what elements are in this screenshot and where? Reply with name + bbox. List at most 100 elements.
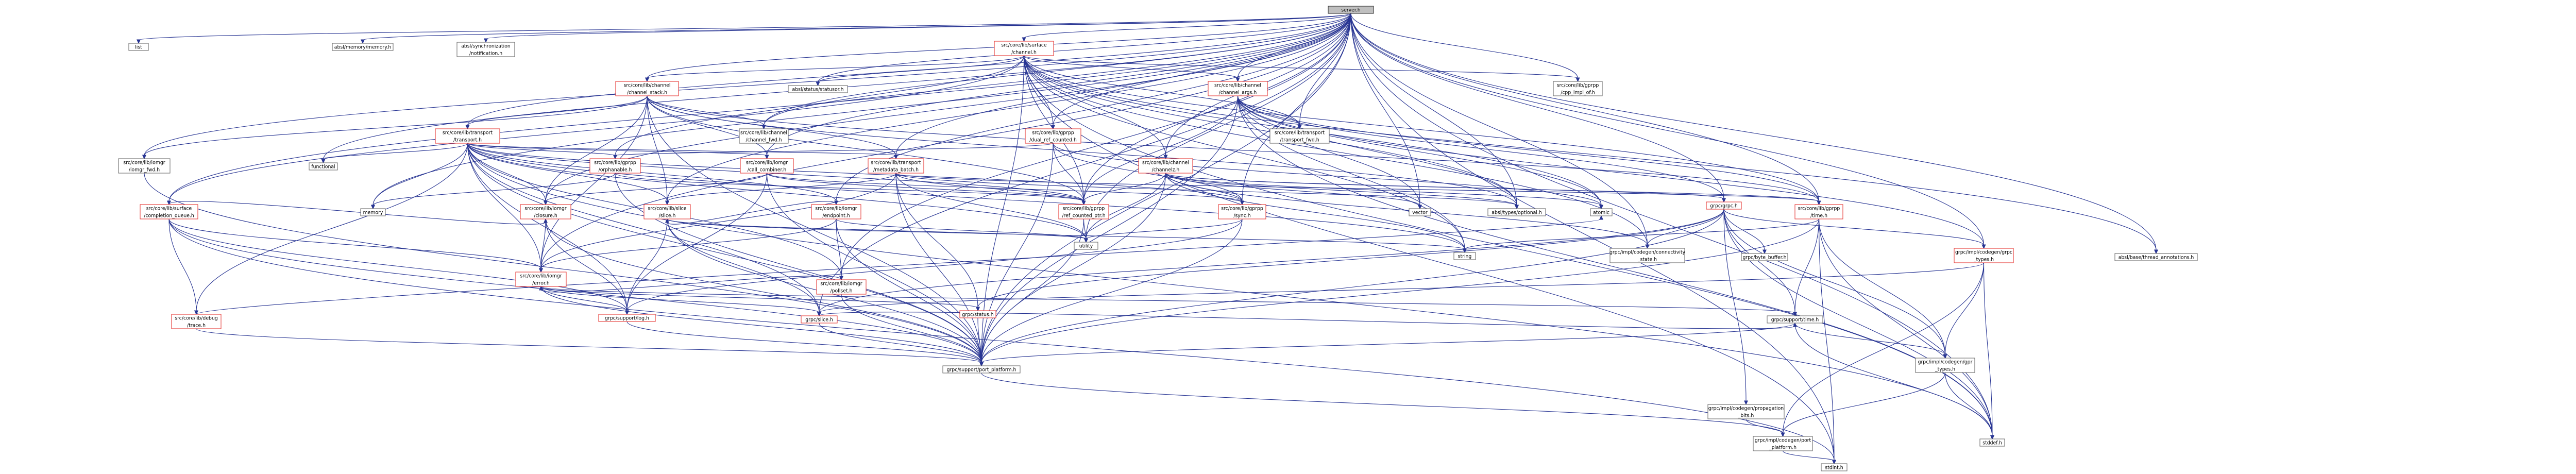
node-box [959,310,996,318]
node-label: _bits.h [1738,413,1754,418]
node-label: absl/base/thread_annotations.h [2119,255,2194,260]
node-memory: memory [360,208,386,216]
node-src-core-lib-channel-channel-stack-h[interactable]: src/core/lib/channel/channel_stack.h [615,81,679,96]
edge-arrowhead [816,81,820,87]
node-box [1706,201,1742,210]
edge-n21-n37 [540,218,546,269]
node-label: _state.h [1637,257,1657,262]
node-box [1138,158,1193,174]
edge-n4-n32 [1023,55,1465,250]
edge-arrowhead [1599,215,1603,220]
node-src-core-lib-surface-channel-h[interactable]: src/core/lib/surface/channel.h [994,41,1054,56]
node-src-core-lib-iomgr-call-combiner-h[interactable]: src/core/lib/iomgr/call_combiner.h [740,158,794,174]
edge-n4-n10 [763,55,1025,126]
node-label: vector [1412,210,1428,215]
edge-arrowhead [544,200,548,206]
edge-arrowhead [1297,125,1302,130]
edge-n17-n22 [667,173,896,202]
edge-n38-n37 [540,276,842,293]
node-label: src/core/lib/iomgr [520,273,562,279]
node-box [1553,81,1603,96]
node-box [1609,248,1685,263]
node-box [360,208,386,216]
edge-n18-n32 [1165,173,1465,250]
node-grpc-support-time-h: grpc/support/time.h [1767,315,1823,324]
node-label: src/core/lib/transport [1275,130,1325,136]
edge-n18-n24 [1083,173,1166,202]
node-grpc-impl-codegen-port-platform-h: grpc/impl/codegen/port_platform.h [1753,436,1813,451]
node-label: atomic [1593,210,1609,215]
edge-n0-n49 [1350,13,1835,461]
edge-arrowhead [665,200,669,206]
edge-n18-n33 [1165,173,1648,246]
edge-n0-n3 [485,13,1351,40]
node-stddef-h: stddef.h [1979,438,2005,447]
node-label: src/core/lib/transport [871,160,921,165]
edge-n16-n40 [626,173,768,312]
node-src-core-lib-transport-metadata-batch-h[interactable]: src/core/lib/transport/metadata_batch.h [868,158,924,174]
edge-n39-n27 [196,218,1602,315]
edge-n0-n29 [1350,13,1724,199]
node-src-core-lib-gprpp-dual-ref-counted-h[interactable]: src/core/lib/gprpp/dual_ref_counted.h [1025,128,1081,144]
node-grpc-support-log-h[interactable]: grpc/support/log.h [598,314,656,322]
edge-arrowhead [1722,198,1726,203]
edge-arrowhead [1515,205,1519,210]
node-box [332,43,394,51]
node-label: src/core/lib/transport [443,130,493,136]
edge-n17-n37 [540,173,896,269]
edge-n4-n18 [1023,55,1166,156]
node-src-core-lib-iomgr-pollset-h[interactable]: src/core/lib/iomgr/pollset.h [816,279,867,295]
node-grpc-grpc-h[interactable]: grpc/grpc.h [1706,201,1742,210]
node-src-core-lib-slice-slice-h[interactable]: src/core/lib/slice/slice.h [643,204,691,219]
edge-n35-n42 [819,262,1985,313]
edge-n15-n20 [372,173,616,206]
node-src-core-lib-gprpp-sync-h[interactable]: src/core/lib/gprpp/sync.h [1218,204,1266,219]
node-src-core-lib-gprpp-time-h[interactable]: src/core/lib/gprpp/time.h [1794,204,1843,219]
edge-n5-n28 [647,95,1517,206]
node-grpc-slice-h[interactable]: grpc/slice.h [801,315,838,324]
node-label: /channel_fwd.h [745,137,782,143]
edge-arrowhead [1599,205,1603,210]
edge-n29-n34 [1723,209,1765,251]
edge-n18-n30 [1165,173,1820,202]
node-grpc-impl-codegen-gpr-types-h: grpc/impl/codegen/gpr_types.h [1915,358,1975,373]
node-src-core-lib-iomgr-error-h[interactable]: src/core/lib/iomgr/error.h [515,272,567,287]
node-label: _types.h [1973,257,1994,262]
edge-arrowhead [167,200,171,206]
edge-n25-n40 [626,218,1243,312]
edge-arrowhead [1781,432,1785,437]
node-src-core-lib-gprpp-ref-counted-ptr-h[interactable]: src/core/lib/gprpp/ref_counted_ptr.h [1058,204,1109,219]
node-absl-base-thread-annotations-h: absl/base/thread_annotations.h [2114,253,2198,261]
node-src-core-lib-iomgr-endpoint-h[interactable]: src/core/lib/iomgr/endpoint.h [811,204,861,219]
node-src-core-lib-transport-transport-h[interactable]: src/core/lib/transport/transport.h [435,128,500,144]
node-label: /slice.h [659,213,676,218]
edge-n0-n4 [1023,13,1351,39]
node-src-core-lib-channel-channel-args-h[interactable]: src/core/lib/channel/channel_args.h [1208,81,1268,96]
edge-arrowhead [137,39,141,44]
node-grpc-status-h[interactable]: grpc/status.h [959,310,996,318]
node-label: src/core/lib/iomgr [746,160,788,165]
node-src-core-lib-iomgr-closure-h[interactable]: src/core/lib/iomgr/closure.h [520,204,571,219]
node-label: grpc/grpc.h [1710,203,1738,209]
node-src-core-lib-surface-completion-queue-h[interactable]: src/core/lib/surface/completion_queue.h [140,204,198,219]
edge-arrowhead [321,159,326,164]
edge-n21-n40 [545,218,628,312]
edge-n0-n33 [1350,13,1648,246]
edge-n9-n17 [467,143,896,156]
node-src-core-lib-debug-trace-h[interactable]: src/core/lib/debug/trace.h [171,314,222,329]
node-label: /transport_fwd.h [1280,137,1319,143]
node-label: grpc/impl/codegen/propagation [1708,405,1784,411]
edge-n43-n48 [1794,323,1993,436]
edge-n30-n45 [1818,218,1946,356]
node-src-core-lib-channel-channelz-h[interactable]: src/core/lib/channel/channelz.h [1138,158,1193,174]
edge-n45-n48 [1944,372,1993,436]
node-label: grpc/support/time.h [1771,317,1819,323]
node-src-core-lib-gprpp-orphanable-h[interactable]: src/core/lib/gprpp/orphanable.h [589,158,641,174]
edge-n16-n25 [766,173,1243,202]
node-grpc-impl-codegen-grpc-types-h[interactable]: grpc/impl/codegen/grpc_types.h [1954,248,2014,263]
node-label: /endpoint.h [822,213,850,218]
node-label: /iomgr_fwd.h [129,167,160,173]
node-label: absl/types/optional.h [1492,210,1542,215]
